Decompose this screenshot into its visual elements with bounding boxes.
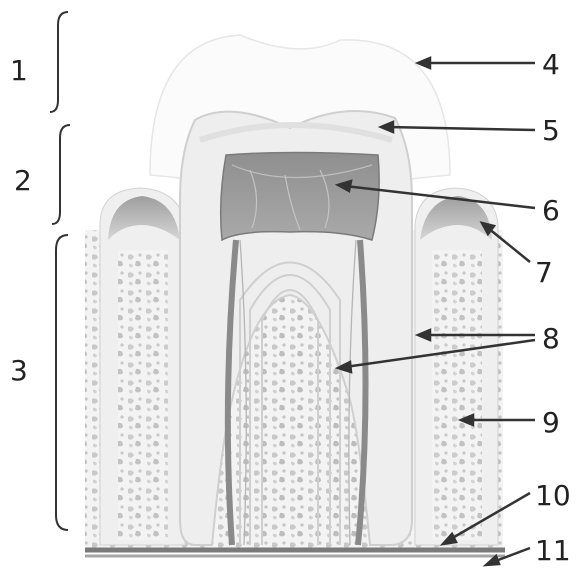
- label-6: 6: [542, 194, 560, 227]
- label-5: 5: [542, 114, 560, 147]
- base-vessels: [85, 550, 505, 556]
- label-3: 3: [10, 354, 28, 387]
- label-7: 7: [535, 256, 553, 289]
- right-gum: [415, 188, 498, 545]
- bracket-2: [52, 125, 70, 224]
- brackets: [50, 12, 70, 530]
- label-1: 1: [10, 54, 28, 87]
- label-4: 4: [542, 48, 560, 81]
- pulp: [221, 153, 379, 241]
- inter-root-bone: [270, 303, 310, 546]
- label-11: 11: [535, 534, 571, 567]
- label-10: 10: [535, 479, 571, 512]
- left-gum: [100, 188, 185, 545]
- label-9: 9: [542, 406, 560, 439]
- bracket-3: [56, 235, 68, 530]
- bracket-1: [50, 12, 68, 112]
- label-8: 8: [542, 322, 560, 355]
- label-2: 2: [14, 164, 32, 197]
